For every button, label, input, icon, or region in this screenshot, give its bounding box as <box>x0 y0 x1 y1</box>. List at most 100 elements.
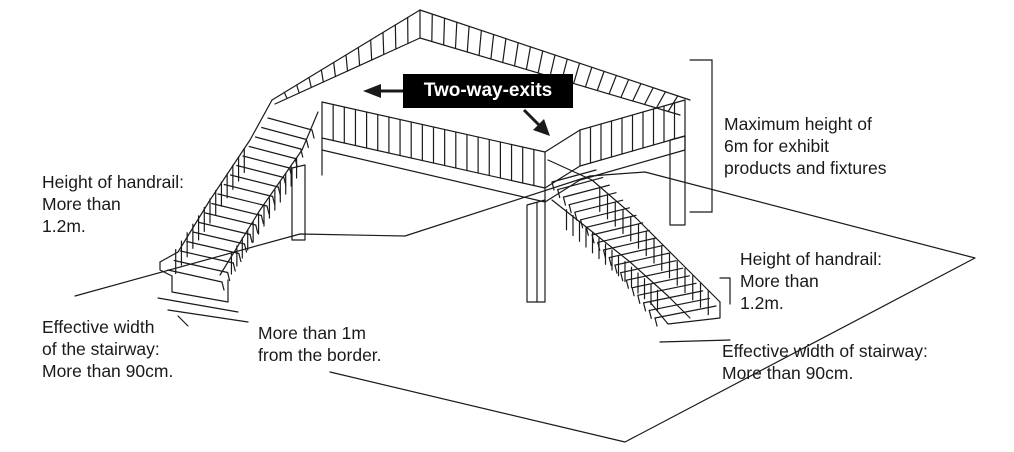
baluster <box>620 78 630 99</box>
baluster <box>320 69 324 83</box>
stair-riser <box>300 148 304 158</box>
baluster <box>584 66 593 88</box>
baluster <box>573 62 581 85</box>
stair-riser <box>232 262 236 272</box>
baluster <box>490 33 495 60</box>
baluster <box>394 24 397 50</box>
left-stair <box>157 99 319 327</box>
handrail-right-line2: More than <box>740 271 819 291</box>
max-height-line3: products and fixtures <box>724 158 887 178</box>
max-height-line2: 6m for exhibit <box>724 136 830 156</box>
stair-tread <box>585 214 637 228</box>
stair-tread <box>568 192 617 206</box>
stair-riser <box>266 205 270 215</box>
stair-tread <box>625 267 684 281</box>
baluster <box>296 84 300 94</box>
baluster <box>549 54 556 78</box>
stair-riser <box>614 264 618 274</box>
stair-tread <box>614 252 670 266</box>
stair-tread <box>597 229 650 244</box>
two-way-exits-banner: Two-way-exits <box>403 74 573 108</box>
baluster <box>283 91 288 100</box>
baluster <box>525 46 532 71</box>
stair-riser <box>305 138 309 149</box>
stair-riser <box>642 302 647 312</box>
stair-riser <box>580 219 584 229</box>
width-right-line2: More than 90cm. <box>722 363 854 383</box>
stair-tread <box>648 297 710 312</box>
stair-tread <box>223 183 274 198</box>
baluster <box>537 50 544 74</box>
stair-tread <box>173 259 229 274</box>
stair-tread <box>217 193 268 207</box>
handrail-left-line2: More than <box>42 194 121 214</box>
baluster <box>596 70 605 92</box>
arrow-right-shaft <box>522 108 542 128</box>
stair-tread <box>654 305 717 319</box>
baluster <box>667 95 679 113</box>
baluster <box>454 21 458 50</box>
border-distance-label: More than 1m from the border. <box>258 322 382 366</box>
two-way-exits-label: Two-way-exits <box>423 80 553 101</box>
posts <box>291 135 686 303</box>
width-left-line1: Effective width <box>42 317 155 337</box>
stair-tread <box>198 221 251 236</box>
stair-riser <box>631 287 635 297</box>
arrow-right-head <box>533 119 550 136</box>
stair-tread <box>211 202 262 217</box>
max-height-label: Maximum height of 6m for exhibit product… <box>724 113 886 179</box>
stair-riser <box>243 243 248 253</box>
handrail-right-line3: 1.2m. <box>740 293 784 313</box>
stair-tread <box>267 117 313 131</box>
stair-tread <box>591 222 644 236</box>
baluster <box>655 91 667 109</box>
stair-riser <box>255 224 259 234</box>
width-left-line2: of the stairway: <box>42 339 160 359</box>
handrail-height-right: Height of handrail: More than 1.2m. <box>740 248 882 314</box>
baluster <box>466 25 470 53</box>
stair-riser <box>620 272 624 282</box>
stair-tread <box>261 126 307 141</box>
max-height-line1: Maximum height of <box>724 114 872 134</box>
stair-riser <box>562 196 567 206</box>
baluster <box>478 29 482 57</box>
stair-riser <box>625 279 629 289</box>
stair-riser <box>238 252 242 263</box>
stair-riser <box>260 214 264 225</box>
stair-riser <box>585 226 589 236</box>
stair-tread <box>229 174 279 188</box>
baluster <box>308 76 312 89</box>
baluster <box>502 38 507 64</box>
handrail-left-line3: 1.2m. <box>42 216 86 236</box>
stair-tread <box>580 207 630 221</box>
stair-tread <box>204 212 257 226</box>
stair-riser <box>608 256 612 267</box>
baluster <box>443 17 446 46</box>
stair-riser <box>227 271 231 282</box>
width-left-line3: More than 90cm. <box>42 361 174 381</box>
border-line1: More than 1m <box>258 323 366 343</box>
stair-riser <box>574 211 578 221</box>
baluster <box>333 61 337 78</box>
stair-tread <box>620 260 677 274</box>
baluster <box>382 31 385 56</box>
stair-tread <box>557 176 604 191</box>
height-bracket <box>689 59 713 213</box>
stair-riser <box>648 309 652 320</box>
stair-tread <box>248 145 296 160</box>
floor-border <box>74 171 976 443</box>
baluster <box>632 83 642 102</box>
baluster <box>370 39 373 61</box>
stair-riser <box>654 317 658 327</box>
baluster <box>608 74 617 95</box>
stair-riser <box>637 294 641 304</box>
stair-tread <box>167 269 223 283</box>
width-right-line1: Effective width of stairway: <box>722 341 928 361</box>
stair-riser <box>311 129 315 139</box>
baluster <box>513 42 519 67</box>
handrail-left-line1: Height of handrail: <box>42 172 185 192</box>
arrow-left-head <box>363 84 381 98</box>
stair-tread <box>254 136 302 150</box>
